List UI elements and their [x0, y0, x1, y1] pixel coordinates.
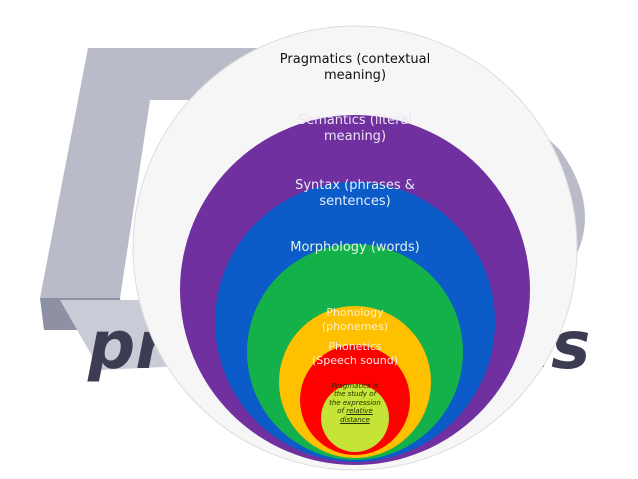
label-semantics: Semantics (literal meaning) — [297, 113, 413, 145]
label-morphology: Morphology (words) — [290, 240, 420, 255]
nested-circles — [132, 25, 578, 471]
label-phonetics: Phonetics (Speech sound) — [312, 340, 398, 367]
logo-bar-left — [40, 48, 158, 298]
label-core-underlined: relative distance — [340, 407, 373, 424]
label-phonology: Phonology (phonemes) — [321, 306, 389, 333]
label-syntax: Syntax (phrases & sentences) — [295, 178, 415, 210]
circle-core — [321, 384, 389, 452]
label-core-text: Pragmatics is the study of the expressio… — [329, 382, 381, 416]
label-core: Pragmatics is the study of the expressio… — [328, 382, 382, 424]
label-pragmatics: Pragmatics (contextual meaning) — [279, 52, 431, 84]
